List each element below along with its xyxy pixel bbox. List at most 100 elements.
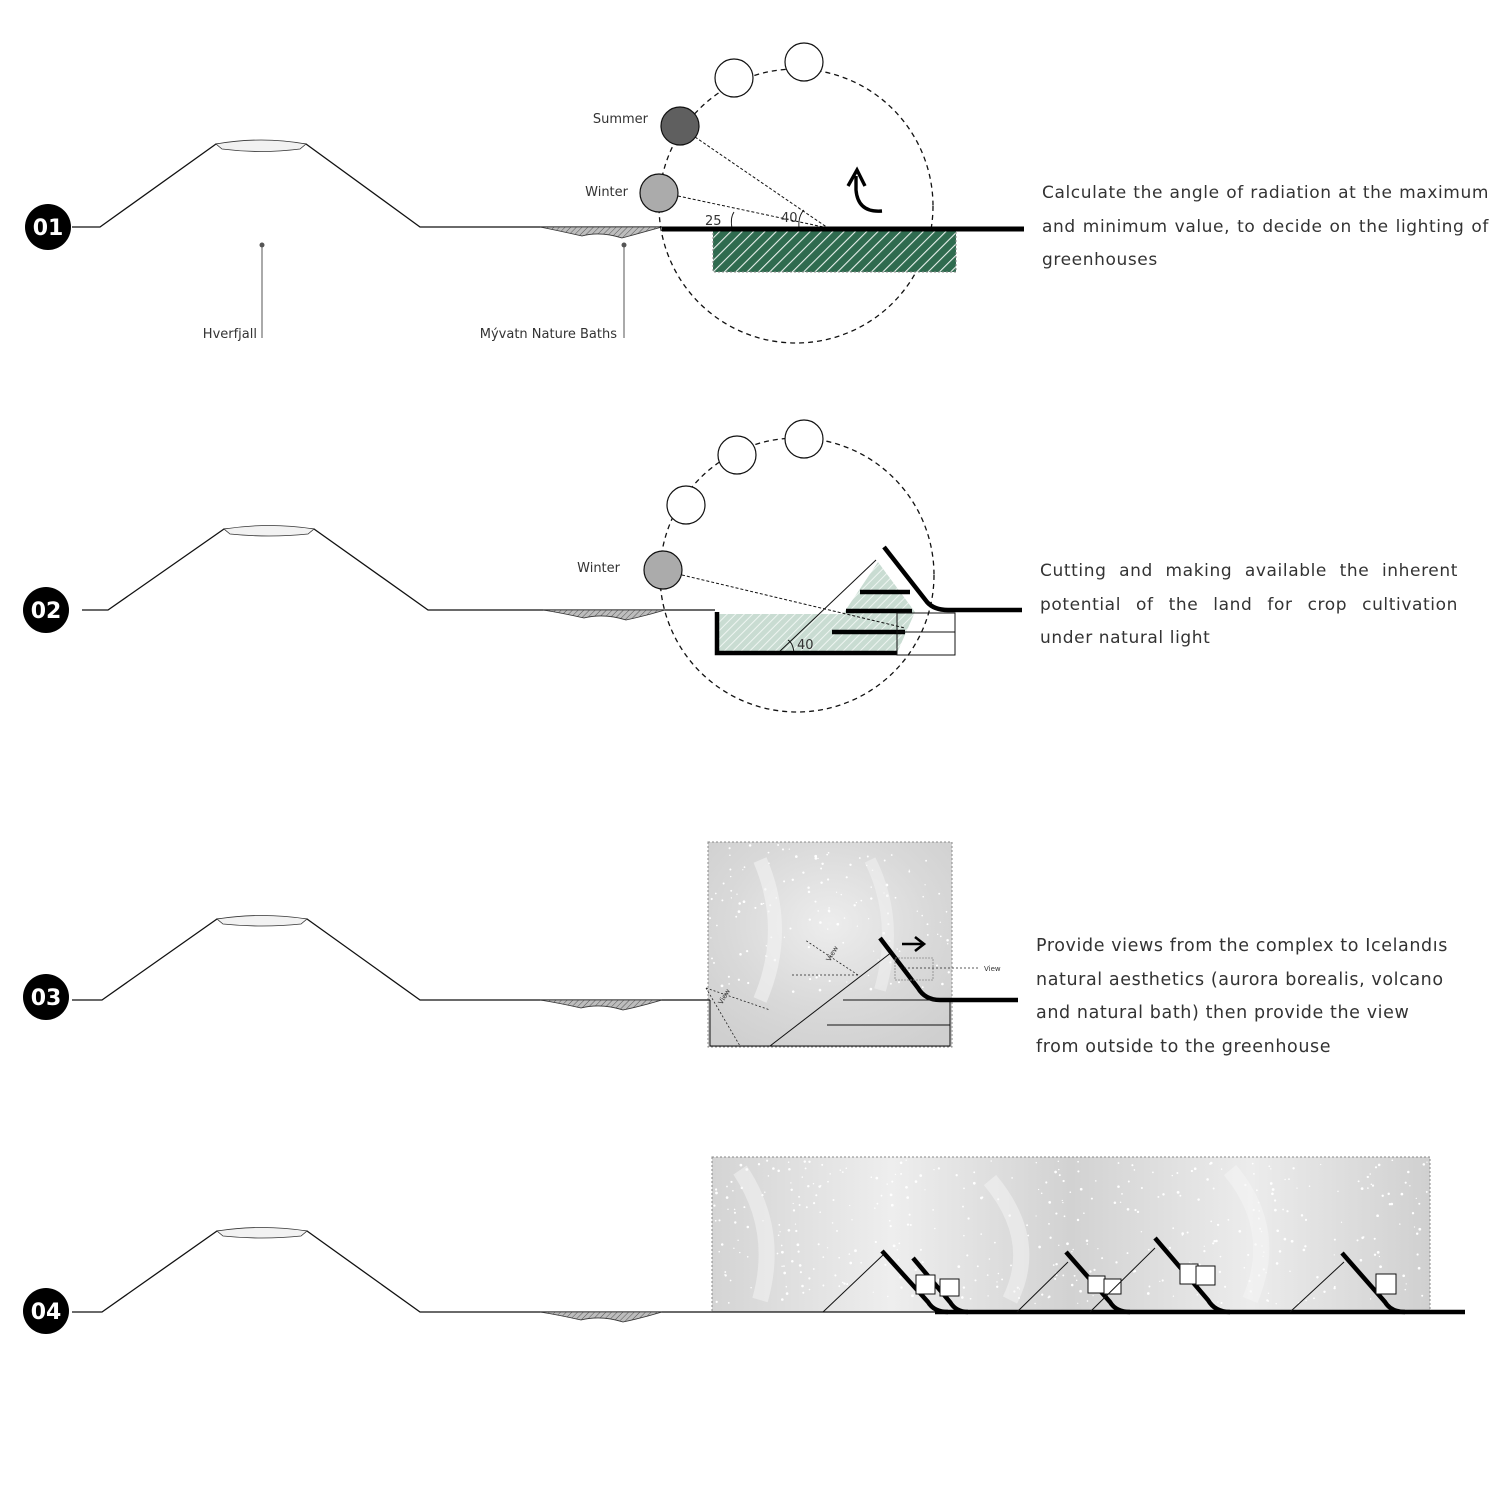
building-block <box>896 612 956 656</box>
view-label: View <box>984 965 1001 973</box>
view-line <box>705 987 771 1011</box>
star <box>1140 1231 1143 1233</box>
star <box>801 1284 804 1288</box>
star <box>858 857 861 859</box>
star <box>1274 1208 1277 1212</box>
star <box>880 1194 883 1197</box>
star <box>725 1196 729 1199</box>
star <box>914 1180 918 1183</box>
star <box>739 1163 743 1167</box>
star <box>905 1159 907 1161</box>
star <box>766 1159 769 1162</box>
star <box>919 1248 922 1251</box>
pointer-dot <box>621 242 627 248</box>
star <box>894 896 897 899</box>
star <box>718 1250 720 1253</box>
greenhouse-excavation <box>712 230 957 273</box>
star <box>767 1175 770 1177</box>
star <box>1400 1192 1404 1196</box>
star <box>822 1256 825 1258</box>
step-03-description: Provide views from the complex to Icelan… <box>1036 936 1448 1057</box>
star <box>1057 1160 1060 1163</box>
star <box>827 1180 829 1183</box>
star <box>1097 1248 1099 1250</box>
star <box>899 1276 902 1279</box>
star <box>900 1286 903 1289</box>
star <box>1366 1175 1369 1179</box>
star <box>734 1221 737 1224</box>
star <box>1404 1181 1407 1184</box>
star <box>728 983 730 985</box>
sun-winter-icon <box>643 550 683 590</box>
star <box>1359 1258 1363 1262</box>
star <box>798 1204 801 1206</box>
star <box>1415 1197 1417 1200</box>
star <box>817 857 819 860</box>
star <box>1275 1303 1277 1305</box>
star <box>1035 1161 1038 1164</box>
star <box>874 1240 877 1244</box>
sun-path-circle <box>658 68 934 344</box>
star <box>896 1249 899 1251</box>
star <box>990 1160 992 1162</box>
star <box>809 978 812 981</box>
star <box>1048 1223 1050 1225</box>
star <box>997 1272 1000 1275</box>
star <box>1292 1167 1295 1170</box>
star <box>1304 1245 1307 1248</box>
star <box>780 1244 783 1247</box>
star <box>888 1219 891 1222</box>
star <box>916 910 918 912</box>
angle-label-40: 40 <box>781 211 798 226</box>
star <box>1388 1202 1392 1206</box>
star <box>848 1253 851 1255</box>
star <box>828 910 831 913</box>
star <box>1047 1296 1050 1299</box>
star <box>937 1278 941 1282</box>
aurora-streak <box>733 1165 775 1303</box>
star <box>1360 1187 1364 1190</box>
star <box>1119 1201 1122 1204</box>
star <box>802 1291 805 1294</box>
star <box>883 859 886 862</box>
star <box>1095 1180 1097 1182</box>
star <box>1371 1184 1375 1187</box>
star <box>1186 1231 1189 1234</box>
star <box>1058 1168 1060 1171</box>
star <box>805 1206 808 1209</box>
star <box>1378 1255 1380 1258</box>
star <box>900 1172 903 1175</box>
star <box>974 1279 977 1282</box>
volcano-crater <box>215 139 307 152</box>
star <box>1220 1168 1223 1170</box>
star <box>1054 1170 1057 1174</box>
star <box>933 1168 935 1171</box>
star <box>849 863 852 866</box>
star <box>839 1169 842 1171</box>
star <box>921 986 924 989</box>
star <box>1062 1274 1065 1277</box>
star <box>1073 1274 1076 1277</box>
star <box>730 897 733 899</box>
angle-label-25: 25 <box>705 214 722 229</box>
star <box>1121 1193 1123 1195</box>
star <box>1276 1229 1279 1233</box>
star <box>785 1285 788 1288</box>
star <box>843 1282 846 1285</box>
star <box>1179 1194 1182 1197</box>
star <box>1422 1163 1426 1166</box>
star <box>1302 1248 1306 1252</box>
star <box>819 921 822 924</box>
star <box>1072 1248 1074 1251</box>
star <box>821 1163 824 1166</box>
star <box>745 949 749 953</box>
star <box>739 953 742 956</box>
angle-label-40: 40 <box>797 638 814 653</box>
star <box>1418 1227 1422 1231</box>
star <box>828 907 830 909</box>
star <box>890 1203 894 1207</box>
star <box>812 1183 815 1185</box>
star <box>1071 1250 1073 1253</box>
aurora-streak <box>753 857 782 1003</box>
star <box>783 880 786 883</box>
